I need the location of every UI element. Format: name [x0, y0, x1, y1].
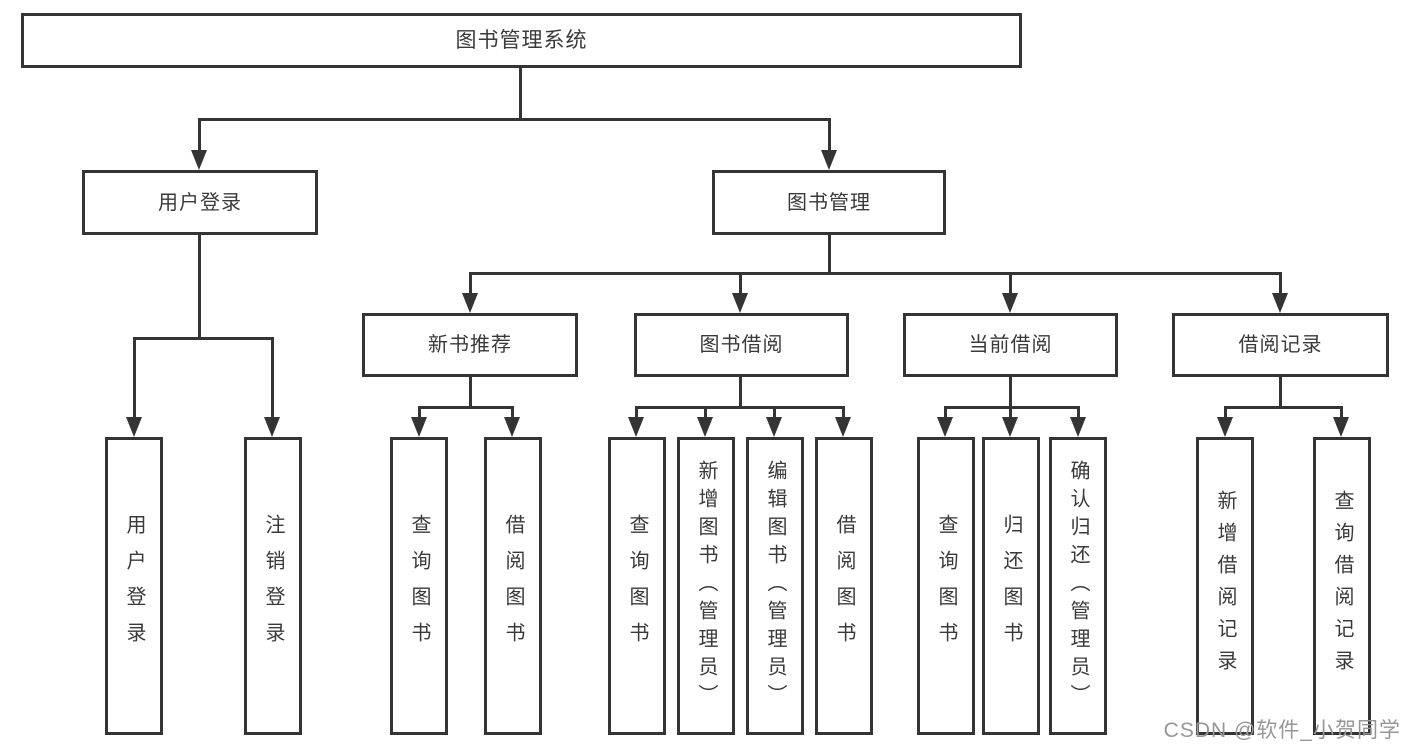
node-user-login: 用户登录	[82, 170, 318, 235]
connector	[469, 272, 1282, 275]
csdn-watermark: CSDN @软件_小贺同学	[1163, 719, 1401, 742]
node-book-management-label: 图书管理	[787, 191, 871, 214]
connector	[1009, 377, 1012, 406]
arrow-down-icon	[628, 417, 644, 437]
connector	[944, 406, 947, 417]
connector	[739, 272, 742, 293]
leaf-recommend-borrow-books: 借阅图书	[484, 437, 542, 735]
connector	[828, 235, 831, 272]
leaf-logout-label: 注销登录	[262, 514, 284, 658]
connector	[198, 118, 831, 121]
arrow-down-icon	[1217, 417, 1233, 437]
connector	[198, 235, 201, 337]
node-book-borrow: 图书借阅	[634, 313, 849, 377]
node-root: 图书管理系统	[21, 13, 1022, 68]
leaf-add-books-admin: 新增图书（管理员）	[677, 437, 735, 735]
connector	[1009, 272, 1012, 293]
arrow-down-icon	[126, 417, 142, 437]
connector	[828, 118, 831, 152]
leaf-add-borrow-record: 新增借阅记录	[1196, 437, 1254, 735]
connector	[704, 406, 707, 417]
connector	[1224, 406, 1343, 409]
leaf-logout: 注销登录	[244, 437, 302, 735]
arrow-down-icon	[264, 417, 280, 437]
leaf-query-borrow-record-label: 查询借阅记录	[1331, 490, 1353, 682]
node-book-management: 图书管理	[712, 170, 946, 235]
leaf-confirm-return-admin-label: 确认归还（管理员）	[1067, 460, 1089, 712]
arrow-down-icon	[766, 417, 782, 437]
arrow-down-icon	[1070, 417, 1086, 437]
connector	[418, 406, 514, 409]
connector	[739, 377, 742, 406]
leaf-edit-books-admin-label: 编辑图书（管理员）	[764, 460, 786, 712]
connector	[469, 377, 472, 406]
connector	[198, 118, 201, 152]
leaf-borrow-books-label: 借阅图书	[833, 514, 855, 658]
arrow-down-icon	[462, 293, 478, 313]
connector	[773, 406, 776, 417]
leaf-user-login-label: 用户登录	[123, 514, 145, 658]
connector	[944, 406, 1080, 409]
connector	[1279, 272, 1282, 293]
node-root-label: 图书管理系统	[455, 29, 588, 52]
connector	[635, 406, 845, 409]
arrow-down-icon	[411, 417, 427, 437]
arrow-down-icon	[191, 150, 207, 170]
leaf-edit-books-admin: 编辑图书（管理员）	[746, 437, 804, 735]
arrow-down-icon	[697, 417, 713, 437]
leaf-recommend-borrow-books-label: 借阅图书	[502, 514, 524, 658]
leaf-borrow-query-books: 查询图书	[608, 437, 666, 735]
leaf-return-books: 归还图书	[982, 437, 1040, 735]
connector	[1077, 406, 1080, 417]
connector	[133, 337, 136, 417]
arrow-down-icon	[1002, 293, 1018, 313]
leaf-add-borrow-record-label: 新增借阅记录	[1214, 490, 1236, 682]
leaf-confirm-return-admin: 确认归还（管理员）	[1049, 437, 1107, 735]
leaf-recommend-query-books: 查询图书	[390, 437, 448, 735]
connector	[133, 337, 274, 340]
node-borrow-records: 借阅记录	[1172, 313, 1389, 377]
leaf-user-login: 用户登录	[105, 437, 163, 735]
arrow-down-icon	[821, 150, 837, 170]
arrow-down-icon	[835, 417, 851, 437]
node-book-borrow-label: 图书借阅	[699, 334, 784, 356]
connector	[842, 406, 845, 417]
node-current-borrow-label: 当前借阅	[968, 334, 1053, 356]
leaf-recommend-query-books-label: 查询图书	[408, 514, 430, 658]
arrow-down-icon	[1002, 417, 1018, 437]
connector	[1224, 406, 1227, 417]
node-current-borrow: 当前借阅	[903, 313, 1118, 377]
node-new-book-recommend: 新书推荐	[362, 313, 578, 377]
connector	[519, 68, 522, 118]
node-borrow-records-label: 借阅记录	[1238, 334, 1323, 356]
arrow-down-icon	[504, 417, 520, 437]
node-new-book-recommend-label: 新书推荐	[428, 334, 512, 356]
leaf-current-query-books-label: 查询图书	[935, 514, 957, 658]
arrow-down-icon	[1272, 293, 1288, 313]
leaf-query-borrow-record: 查询借阅记录	[1313, 437, 1371, 735]
connector	[271, 337, 274, 417]
connector	[511, 406, 514, 417]
connector	[1340, 406, 1343, 417]
arrow-down-icon	[937, 417, 953, 437]
arrow-down-icon	[732, 293, 748, 313]
arrow-down-icon	[1333, 417, 1349, 437]
connector	[1009, 406, 1012, 417]
leaf-add-books-admin-label: 新增图书（管理员）	[695, 460, 717, 712]
connector	[418, 406, 421, 417]
leaf-borrow-books: 借阅图书	[815, 437, 873, 735]
node-user-login-label: 用户登录	[158, 191, 242, 214]
leaf-borrow-query-books-label: 查询图书	[626, 514, 648, 658]
leaf-current-query-books: 查询图书	[917, 437, 975, 735]
connector	[1279, 377, 1282, 406]
connector	[469, 272, 472, 293]
leaf-return-books-label: 归还图书	[1000, 514, 1022, 658]
connector	[635, 406, 638, 417]
